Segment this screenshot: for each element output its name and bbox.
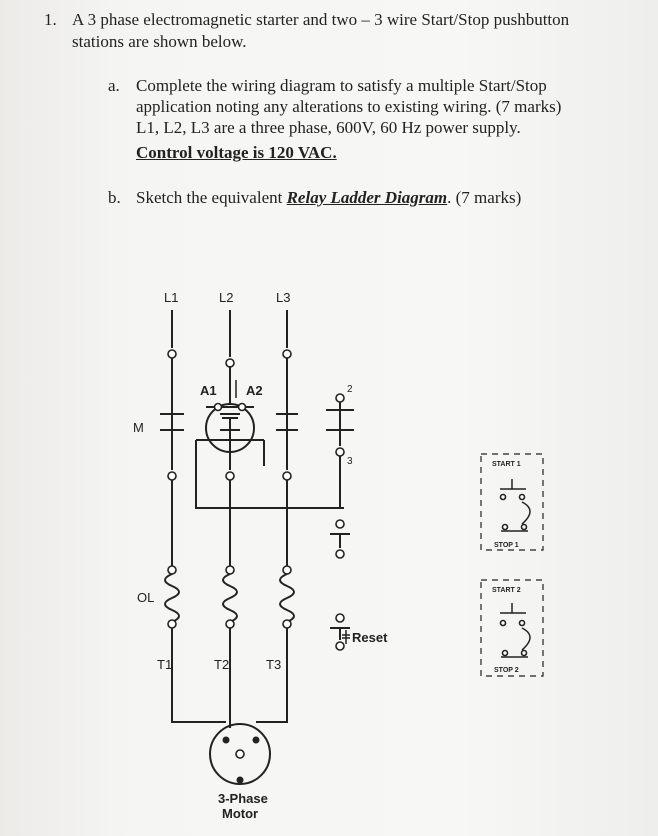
label-l2: L2 — [219, 290, 233, 305]
start-2-label: START 2 — [492, 587, 521, 594]
motor-label-line2: Motor — [222, 806, 258, 821]
motor-leads — [171, 628, 288, 784]
pushbutton-station-1 — [480, 453, 544, 551]
overload-heaters — [164, 565, 295, 629]
terminal-l2-load — [225, 471, 235, 481]
label-l1: L1 — [164, 290, 178, 305]
label-a2: A2 — [246, 383, 263, 398]
pushbutton-station-2 — [480, 579, 544, 677]
stop-2-label: STOP 2 — [494, 667, 519, 674]
question-text-line-1: A 3 phase electromagnetic starter and tw… — [72, 10, 570, 29]
overload-contact — [330, 519, 350, 651]
part-b-emphasis: Relay Ladder Diagram — [286, 188, 448, 207]
part-b-text: Sketch the equivalent Relay Ladder Diagr… — [136, 188, 521, 208]
label-t3: T3 — [266, 657, 281, 672]
part-b-prefix: Sketch the equivalent — [136, 188, 287, 207]
question-text-line-2: stations are shown below. — [72, 32, 247, 51]
start-1-label: START 1 — [492, 461, 521, 468]
starter-coil — [205, 366, 255, 470]
main-contacts — [160, 413, 298, 431]
label-a1: A1 — [200, 383, 217, 398]
motor-label-line1: 3-Phase — [218, 791, 268, 806]
aux-contact-label-2: 2 — [347, 384, 353, 395]
reset-button-icon — [342, 630, 350, 644]
terminal-l1-load — [167, 471, 177, 481]
label-l3: L3 — [276, 290, 290, 305]
reset-label: Reset — [352, 630, 388, 645]
part-a-letter: a. — [108, 76, 120, 95]
part-a-control-voltage: Control voltage is 120 VAC. — [136, 143, 337, 162]
part-b-letter: b. — [108, 188, 121, 207]
aux-contact-label-3: 3 — [347, 456, 353, 467]
label-t1: T1 — [157, 657, 172, 672]
stop-1-label: STOP 1 — [494, 542, 519, 549]
power-line-l1 — [167, 310, 177, 470]
part-a-line-1: Complete the wiring diagram to satisfy a… — [136, 76, 547, 95]
power-line-l3 — [282, 310, 292, 470]
part-a-line-3: L1, L2, L3 are a three phase, 600V, 60 H… — [136, 118, 521, 137]
label-t2: T2 — [214, 657, 229, 672]
auxiliary-contact — [326, 393, 354, 508]
power-line-l2 — [225, 310, 235, 368]
terminal-l3-load — [282, 471, 292, 481]
control-wire-a1 — [195, 440, 344, 509]
label-ol: OL — [137, 590, 154, 605]
motor-symbol — [209, 723, 271, 785]
part-a-line-2: application noting any alterations to ex… — [136, 97, 562, 116]
label-m: M — [133, 420, 144, 435]
part-b-suffix: . (7 marks) — [447, 188, 522, 207]
question-number: 1. — [44, 10, 57, 29]
